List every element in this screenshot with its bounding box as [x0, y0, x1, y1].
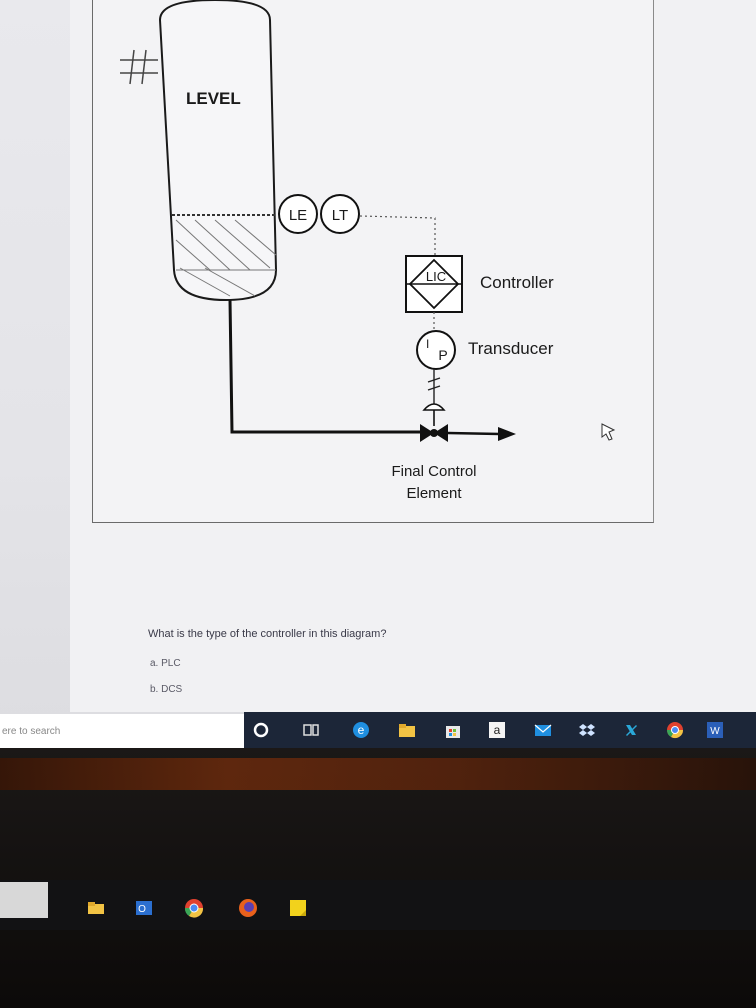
controller-tag: LIC — [426, 269, 446, 284]
transducer-tag-prefix: I — [426, 337, 429, 351]
svg-text:W: W — [710, 726, 720, 737]
store-icon[interactable] — [444, 721, 462, 739]
final-control-label-line2: Element — [406, 485, 462, 502]
mouse-cursor-icon — [601, 423, 616, 441]
vent-symbol — [120, 49, 158, 85]
amazon-icon[interactable]: a — [488, 721, 506, 739]
pid-diagram: LEVEL LE LT LIC Controller — [120, 0, 616, 502]
controller-symbol: LIC — [405, 255, 463, 313]
controller-label: Controller — [480, 273, 554, 292]
unknown-app-icon[interactable] — [622, 721, 640, 739]
svg-text:O: O — [138, 904, 146, 915]
quiz-question: What is the type of the controller in th… — [148, 628, 387, 640]
answer-option-a[interactable]: a. PLC — [150, 658, 181, 669]
svg-text:e: e — [358, 723, 365, 737]
chrome-icon[interactable] — [666, 721, 684, 739]
laptop-sticky-notes-icon[interactable] — [288, 898, 308, 918]
laptop-chrome-icon[interactable] — [184, 898, 204, 918]
taskbar-search-box[interactable]: ere to search — [0, 714, 245, 748]
tank-level-label: LEVEL — [186, 89, 241, 108]
le-bubble: LE — [278, 194, 318, 234]
le-label: LE — [289, 207, 307, 224]
pneumatic-line — [427, 369, 441, 405]
dropbox-icon[interactable] — [578, 721, 596, 739]
transducer-label: Transducer — [468, 339, 554, 358]
monitor-bezel — [0, 748, 756, 1008]
desk-reflection — [0, 758, 756, 790]
svg-text:a: a — [494, 723, 501, 737]
laptop-firefox-icon[interactable] — [238, 898, 258, 918]
task-view-icon[interactable] — [302, 721, 320, 739]
file-explorer-icon[interactable] — [398, 721, 416, 739]
final-control-label-line1: Final Control — [391, 463, 476, 480]
laptop-file-explorer-icon[interactable] — [86, 898, 106, 918]
lt-label: LT — [332, 207, 348, 224]
edge-icon[interactable]: e — [352, 721, 370, 739]
laptop-taskbar — [0, 880, 756, 930]
laptop-outlook-icon[interactable]: O — [134, 898, 154, 918]
word-icon[interactable]: W — [706, 721, 724, 739]
search-placeholder: ere to search — [2, 726, 61, 737]
windows-taskbar: e a W — [244, 712, 756, 748]
control-valve — [420, 403, 448, 442]
tank — [158, 0, 278, 302]
transducer-tag: P — [438, 347, 447, 363]
signal-line — [359, 215, 436, 256]
answer-option-b[interactable]: b. DCS — [150, 684, 183, 695]
mail-icon[interactable] — [534, 721, 552, 739]
transducer-symbol: I P — [416, 330, 456, 370]
lt-bubble: LT — [320, 194, 360, 234]
monitor-screen: LEVEL LE LT LIC Controller — [0, 0, 756, 760]
laptop-search-box[interactable] — [0, 882, 48, 918]
process-pipe — [228, 299, 420, 434]
cortana-icon[interactable] — [252, 721, 270, 739]
